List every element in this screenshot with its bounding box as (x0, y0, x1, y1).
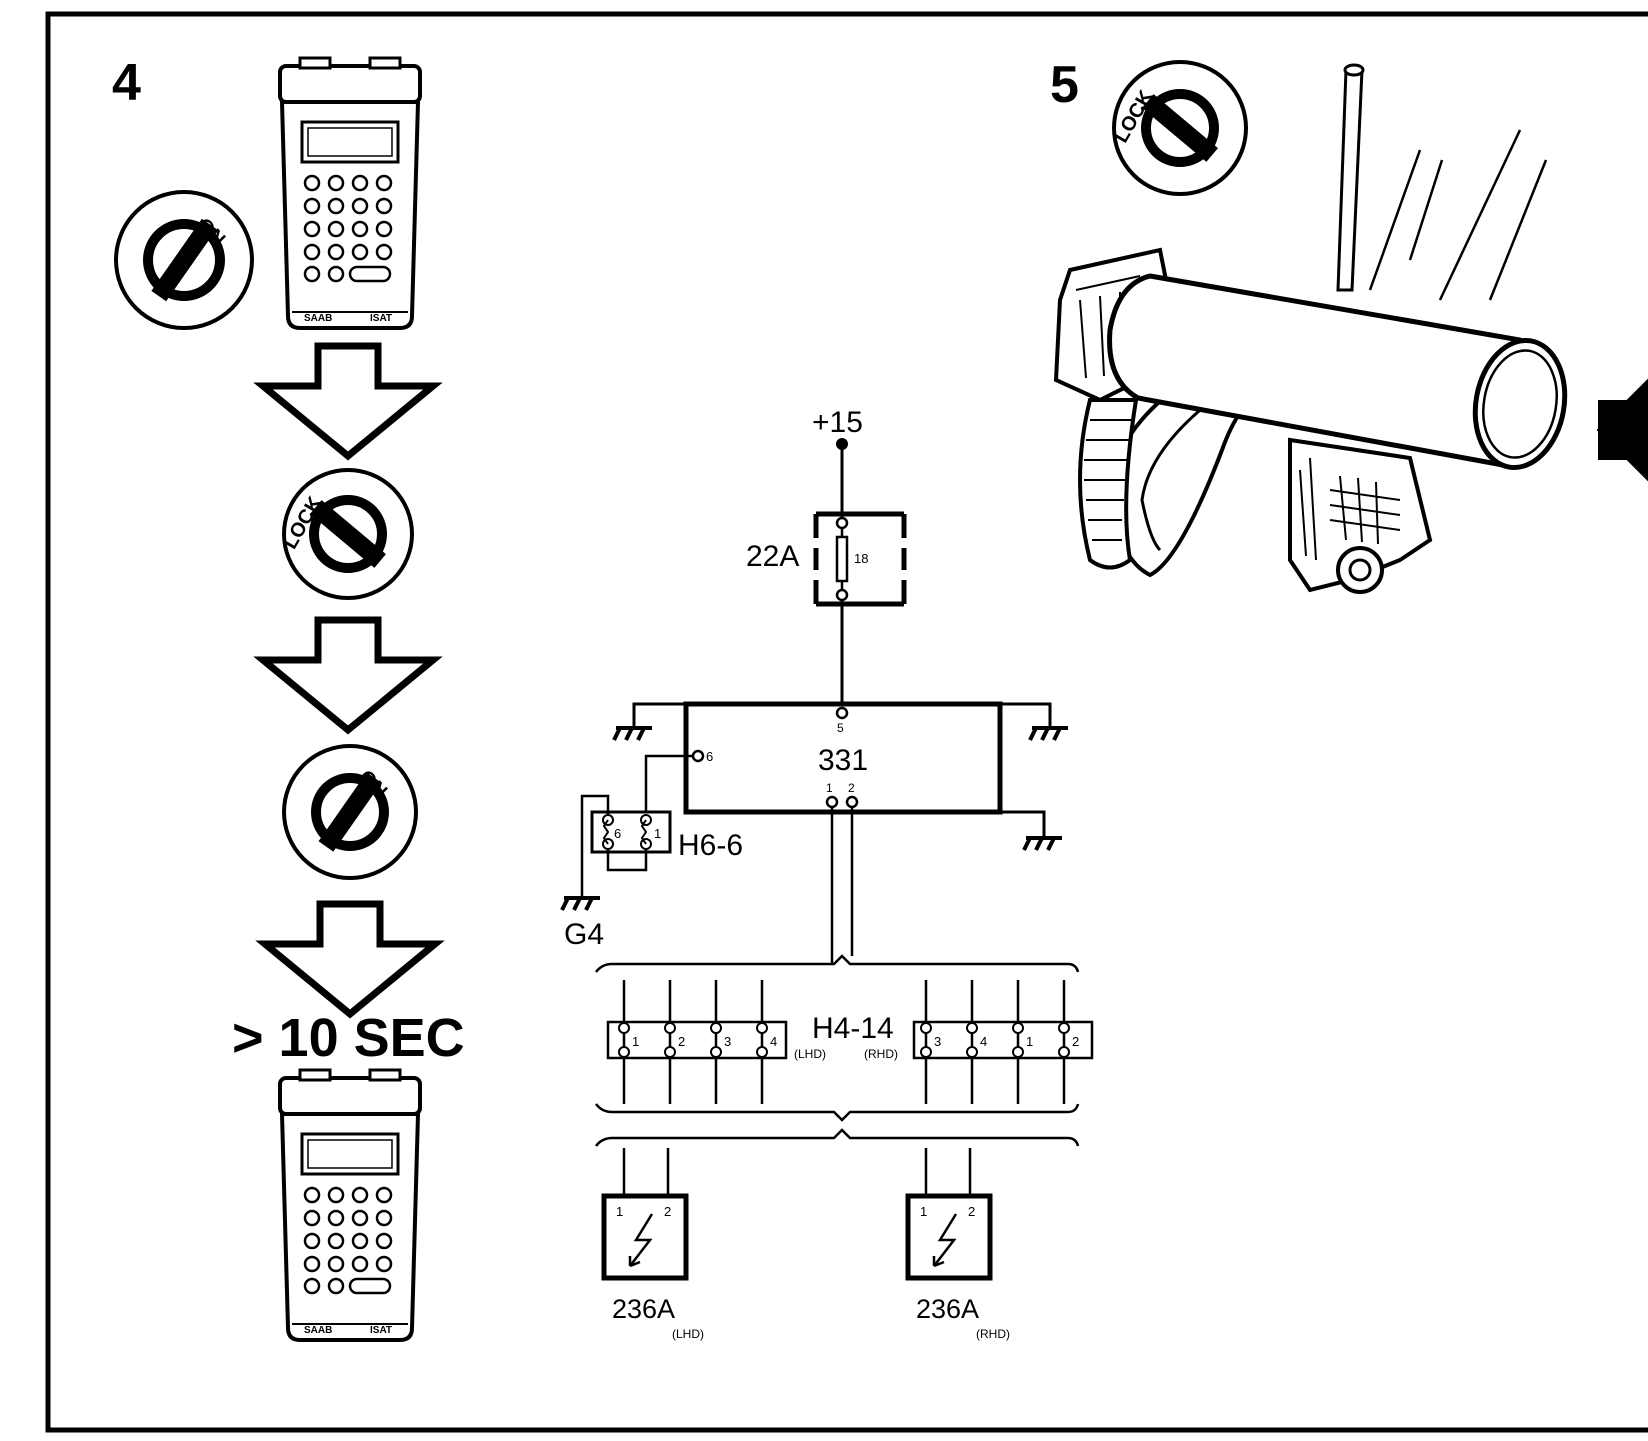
ground-icon (1022, 836, 1064, 852)
cu-pin-supply: 5 (837, 721, 844, 735)
ground-icon (612, 726, 654, 742)
antenna-lhd-label: 236A (612, 1294, 675, 1324)
antenna-lhd-sub: (LHD) (672, 1327, 704, 1341)
ground-icon (1028, 726, 1070, 742)
h4-lhd-pin: 1 (632, 1034, 639, 1049)
antenna-icon: 1 2 (616, 1204, 671, 1219)
tester-left-label: SAAB (304, 313, 332, 324)
antenna-pin-2: 2 (664, 1204, 671, 1219)
down-arrow-icon (263, 346, 433, 456)
h4-lhd-pin: 3 (724, 1034, 731, 1049)
connector-h4-label: H4-14 (812, 1012, 894, 1045)
down-arrow-icon (265, 904, 435, 1014)
h4-lhd-pin: 2 (678, 1034, 685, 1049)
antenna-rhd-sub: (RHD) (976, 1327, 1010, 1341)
antenna-pin-1: 1 (920, 1204, 927, 1219)
antenna-pin-2: 2 (968, 1204, 975, 1219)
wiring-schematic (580, 438, 1094, 1281)
antenna-icon: 1 2 (920, 1204, 975, 1219)
ignition-switch-icon: ON (114, 190, 254, 330)
page-frame (45, 11, 1648, 1433)
cu-pin-1: 1 (826, 781, 833, 795)
steering-lock-icon (1053, 63, 1648, 594)
cu-pin-2: 2 (848, 781, 855, 795)
h6-pin-b: 1 (654, 826, 661, 841)
cu-pin-6: 6 (706, 749, 713, 764)
ground-label: G4 (564, 918, 604, 951)
tester-right-label: ISAT (370, 1325, 392, 1336)
connector-h6-label: H6-6 (678, 829, 743, 862)
rhd-label: (RHD) (864, 1047, 898, 1061)
tester-left-label: SAAB (304, 1325, 332, 1336)
h4-lhd-pin: 4 (770, 1034, 777, 1049)
down-arrow-icon (263, 620, 433, 730)
control-unit-label: 331 (818, 744, 868, 777)
step-5-number: 5 (1050, 56, 1079, 114)
h4-rhd-pin: 3 (934, 1034, 941, 1049)
fuse-number: 18 (854, 551, 868, 566)
diagnostic-tester-icon: SAAB ISAT (278, 56, 422, 330)
ground-icon (560, 896, 602, 912)
ignition-switch-icon: LOCK (279, 468, 414, 600)
diagnostic-tester-icon: SAAB ISAT (278, 1068, 422, 1342)
h4-rhd-pin: 2 (1072, 1034, 1079, 1049)
h4-rhd-pin: 4 (980, 1034, 987, 1049)
ignition-switch-icon: ON (282, 744, 418, 880)
step-4-number: 4 (112, 54, 141, 112)
fuse-label: 22A (746, 540, 799, 573)
h6-pin-a: 6 (614, 826, 621, 841)
ignition-switch-icon: LOCK (1110, 60, 1248, 196)
antenna-rhd-label: 236A (916, 1294, 979, 1324)
supply-label: +15 (812, 406, 863, 439)
lhd-label: (LHD) (794, 1047, 826, 1061)
h4-rhd-pin: 1 (1026, 1034, 1033, 1049)
tester-right-label: ISAT (370, 313, 392, 324)
antenna-pin-1: 1 (616, 1204, 623, 1219)
duration-label: > 10 SEC (232, 1008, 465, 1068)
